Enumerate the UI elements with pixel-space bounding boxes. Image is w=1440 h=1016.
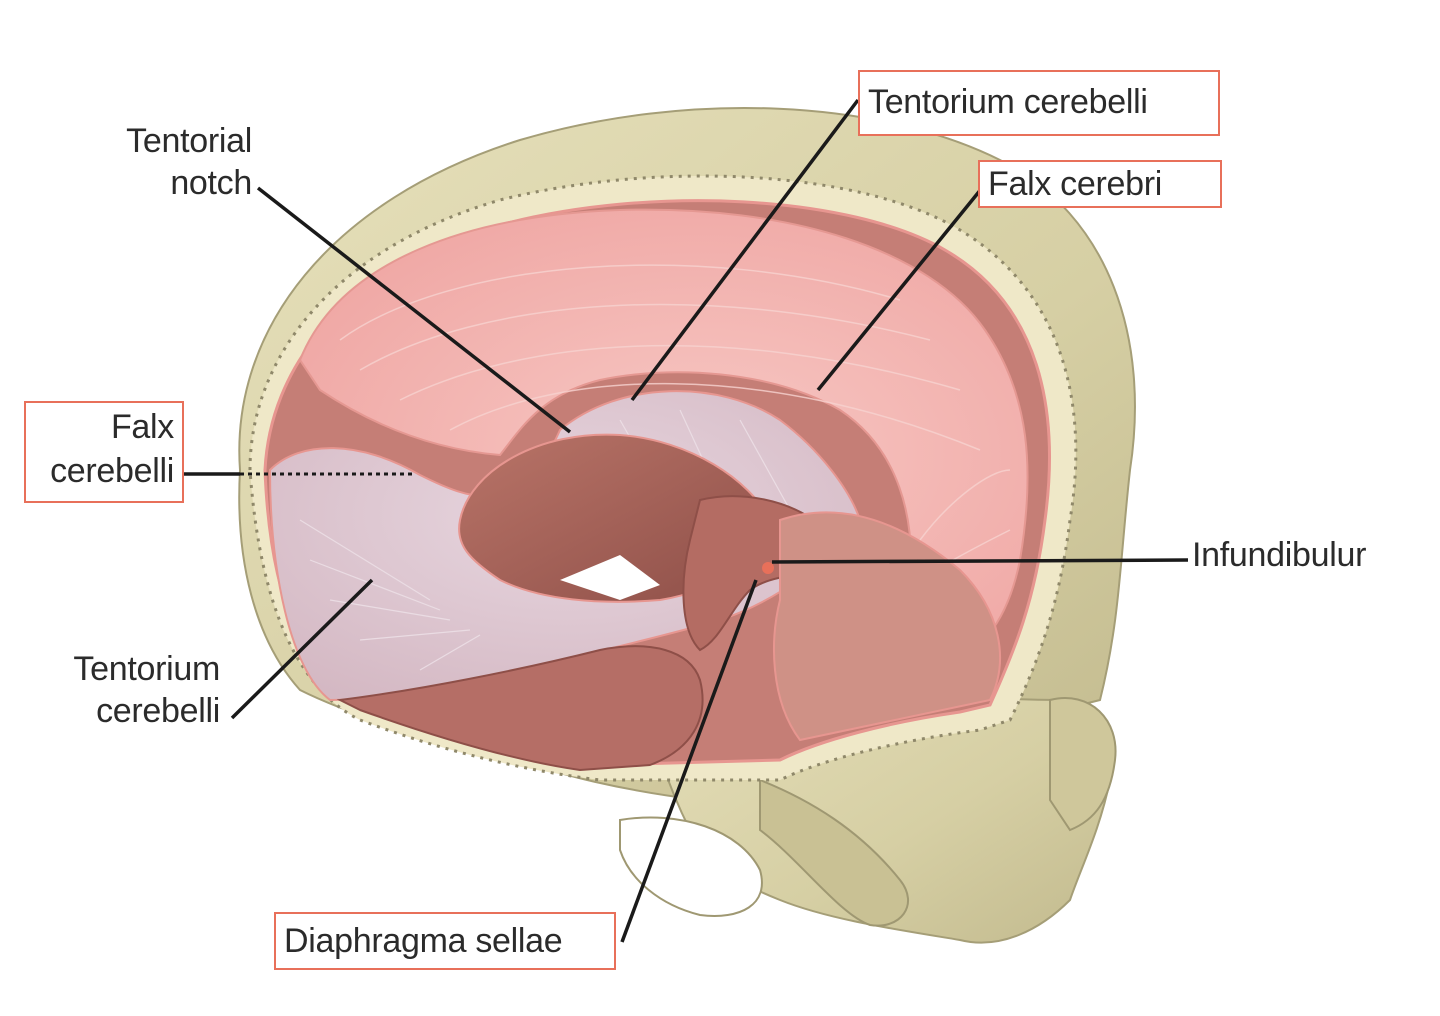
leader-tentorial-notch [256, 186, 572, 434]
label-diaphragma-sellae-text: Diaphragma sellae [284, 922, 563, 960]
label-falx-cerebelli-line1: Falx [110, 408, 174, 446]
label-diaphragma-sellae: Diaphragma sellae [274, 912, 616, 970]
anterior-fossa [773, 511, 1001, 742]
label-tentorial-notch-line2: notch [170, 164, 252, 202]
brainstem-gap [560, 555, 660, 600]
label-falx-cerebelli-line2: cerebelli [50, 452, 174, 490]
label-tentorium-cerebelli-top-text: Tentorium cerebelli [868, 83, 1148, 121]
leader-lines [180, 98, 1189, 943]
posterior-fossa-floor [336, 645, 704, 772]
label-falx-cerebri-text: Falx cerebri [988, 165, 1163, 203]
leader-tentorium-cerebelli-top [630, 98, 860, 402]
leader-falx-cerebri [816, 186, 984, 392]
label-tentorium-cerebelli-left-line1: Tentorium [73, 650, 220, 688]
label-tentorial-notch: Tentorial notch [96, 120, 252, 204]
label-tentorium-cerebelli-left: Tentorium cerebelli [40, 648, 220, 732]
label-falx-cerebelli: Falx cerebelli [24, 401, 184, 503]
leader-diaphragma-sellae [620, 579, 758, 943]
falx-striations [339, 264, 1011, 581]
label-falx-cerebri: Falx cerebri [978, 160, 1222, 208]
infundibulum-point [762, 562, 774, 574]
label-tentorium-cerebelli-left-line2: cerebelli [96, 692, 220, 730]
maxilla [1049, 697, 1117, 832]
orbit-opening [619, 816, 763, 917]
label-tentorium-cerebelli-top: Tentorium cerebelli [858, 70, 1220, 136]
leader-infundibulum [771, 558, 1189, 564]
zygomatic-arch [759, 778, 910, 927]
label-infundibulum-text: Infundibulur [1192, 536, 1367, 574]
leader-tentorium-cerebelli-left [230, 578, 374, 720]
label-tentorial-notch-line1: Tentorial [126, 122, 252, 160]
label-infundibulum: Infundibulur [1192, 534, 1366, 576]
